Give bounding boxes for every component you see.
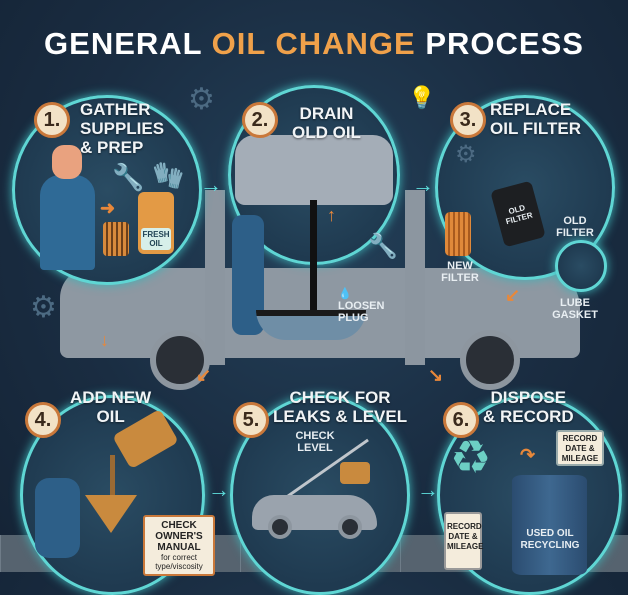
new-filter-label: NEW FILTER [441,260,479,284]
oil-can-icon [340,462,370,484]
old-filter-label: OLD FILTER [556,215,594,239]
flow-arrow-5-6: → [417,477,439,502]
loosen-plug-label: 💧LOOSEN PLUG [338,288,385,324]
check-level-label: CHECK LEVEL [295,430,335,454]
arrow-icon: ↷ [520,445,536,465]
notepad-icon: RECORD DATE & MILEAGE [444,512,483,570]
car-wheel [460,330,520,390]
mechanic-figure [35,478,80,558]
gear-icon: ⚙ [30,291,57,324]
wrench-icon: 🔧 [368,233,398,260]
car-wheel [268,515,292,539]
flow-arrow-1-4: ↓ [100,330,109,350]
flow-arrow-2-3: → [412,172,434,197]
step-2-badge: 2. [242,102,278,138]
step-6-title: DISPOSE& RECORD [483,388,574,426]
gear-icon: ⚙ [188,83,215,116]
page-title: GENERAL OIL CHANGE PROCESS [44,26,584,61]
new-filter-icon [445,212,471,256]
flow-arrow-2-6: ↘ [428,365,444,385]
used-oil-recycling-label: USED OIL RECYCLING [520,528,580,551]
recycle-icon: ♻ [450,431,492,483]
oil-stream [310,200,317,325]
step-1-badge: 1. [34,102,70,138]
car-wheel [338,515,362,539]
flow-arrow-4-5: → [208,477,230,502]
oil-drop-icon: 💧 [338,288,352,300]
flow-arrow-3-6: ↙ [505,285,521,305]
mechanic-figure [40,175,95,270]
oil-filter-icon [103,222,129,256]
step-5-badge: 5. [233,402,269,438]
arrow-up-icon: ↑ [327,205,336,225]
lightbulb-icon: 💡 [408,85,436,110]
arrow-icon: ➜ [100,198,116,218]
oil-drum [512,475,587,575]
step-6-badge: 6. [443,402,479,438]
glove-icon: 🧤 [152,160,185,190]
lift-post [205,190,225,365]
flow-arrow-1-2: → [200,172,222,197]
funnel-icon [85,495,137,533]
flow-arrow-2-4: ↙ [196,365,212,385]
lifted-car-front [235,135,393,205]
gear-icon: ⚙ [455,141,477,168]
record-date-note: RECORD DATE & MILEAGE [556,430,604,466]
step-3-badge: 3. [450,102,486,138]
wrench-icon: 🔧 [112,162,145,192]
lift-post [405,190,425,365]
gasket-inset-circle [555,240,607,292]
drain-pan [256,310,366,340]
lube-gasket-label: LUBE GASKET [552,297,598,321]
fresh-oil-label: FRESH OIL [141,228,171,250]
step-4-badge: 4. [25,402,61,438]
mechanic-head [52,145,82,179]
oil-pour-stream [110,455,115,515]
